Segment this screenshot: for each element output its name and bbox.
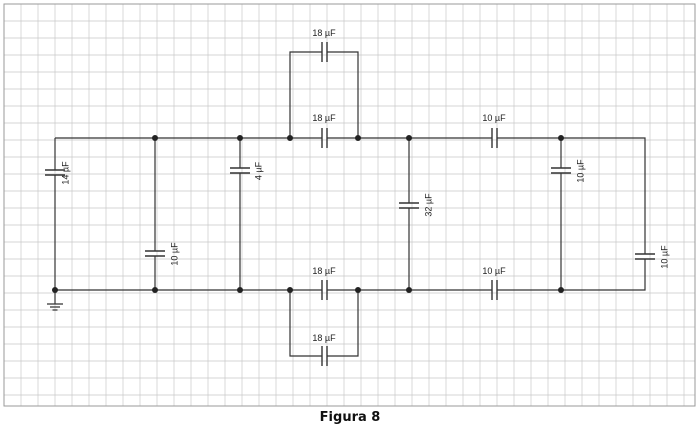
capacitor-labels: 14 µF 10 µF 4 µF 18 µF 18 µF 18 µF 18 µF… [60,28,669,343]
ground-symbol [47,290,63,311]
label-c-top-loop: 18 µF [312,28,336,38]
junction-node [355,135,361,141]
label-c-bot-right: 10 µF [482,266,506,276]
capacitors [45,42,655,366]
label-c-top-mid: 18 µF [312,113,336,123]
label-c-left: 14 µF [60,161,70,185]
cap-c-right-shunt [551,167,571,174]
label-c-bot-mid: 18 µF [312,266,336,276]
junction-node [287,135,293,141]
junction-node [152,135,158,141]
cap-c-right-end [635,253,655,260]
junction-node [152,287,158,293]
label-c-shunt-a: 10 µF [169,242,179,266]
junction-node [287,287,293,293]
circuit-wires [47,51,646,357]
junction-node [355,287,361,293]
junction-nodes [52,135,564,293]
label-c-top-right: 10 µF [482,113,506,123]
label-c-right-shunt: 10 µF [575,159,585,183]
junction-node [237,287,243,293]
junction-node [558,135,564,141]
grid-border [3,3,696,407]
cap-c-top-loop [321,42,328,62]
junction-node [237,135,243,141]
cap-c-top-right [491,128,498,148]
junction-node [406,287,412,293]
junction-node [558,287,564,293]
graph-paper-grid [3,3,695,406]
cap-c-shunt-b [230,167,250,174]
figure-caption: Figura 8 [319,410,381,425]
wire-bot-right [497,259,646,291]
cap-c-bot-right [491,280,498,300]
cap-c-bot-mid [321,280,328,300]
wire-top-loop [289,51,359,138]
wire-bot-loop [289,290,359,357]
junction-node [52,287,58,293]
cap-c-shunt-a [145,250,165,257]
cap-c-top-mid [321,128,328,148]
cap-c-left [45,169,65,176]
label-c-shunt-b: 4 µF [253,161,263,180]
cap-c-center [399,202,419,209]
wire-top-right [497,137,646,254]
junction-node [406,135,412,141]
cap-c-bot-loop [321,346,328,366]
label-c-right-end: 10 µF [659,245,669,269]
label-c-center: 32 µF [423,193,433,217]
label-c-bot-loop: 18 µF [312,333,336,343]
